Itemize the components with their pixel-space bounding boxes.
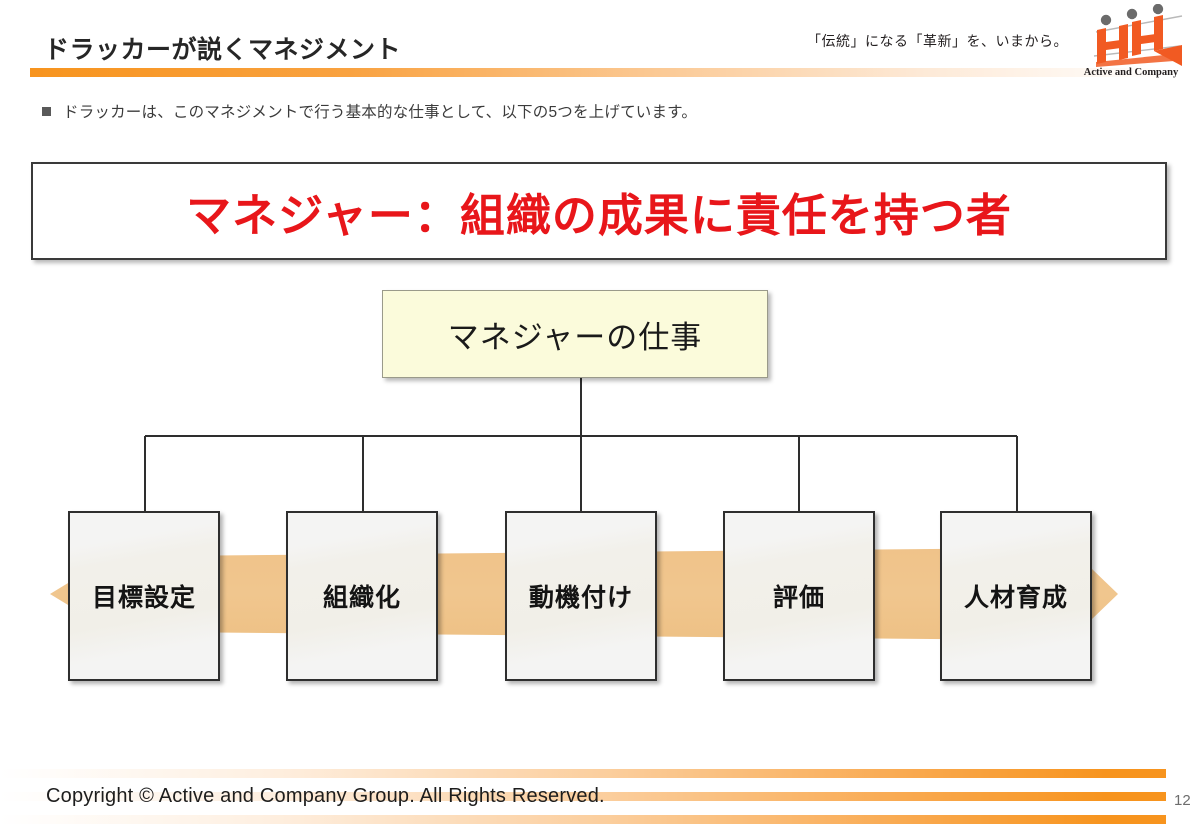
header-accent-rule [30, 68, 1170, 77]
hh-monogram-icon [1093, 3, 1183, 67]
leaf-node-3[interactable]: 動機付け [505, 511, 657, 681]
footer-accent-bars [0, 769, 1200, 825]
copyright-text: Copyright © Active and Company Group. Al… [46, 785, 605, 807]
headline-text: マネジャー：組織の成果に責任を持つ者 [186, 189, 1012, 241]
leaf-node-label: 動機付け [528, 584, 633, 612]
leaf-node-1[interactable]: 目標設定 [68, 511, 220, 681]
square-bullet-icon [42, 106, 51, 116]
footer-bar-2 [0, 792, 1166, 801]
leaf-node-2[interactable]: 組織化 [286, 511, 438, 681]
leaf-node-label: 組織化 [322, 584, 401, 612]
page-number: 12 [1174, 792, 1191, 809]
bullet-text: ドラッカーは、このマネジメントで行う基本的な仕事として、以下の5つを上げています… [63, 104, 698, 121]
brand-tagline: 「伝統」になる「革新」を、いまから。 [807, 35, 1068, 50]
root-node-label: マネジャーの仕事 [447, 319, 703, 355]
leaf-node-5[interactable]: 人材育成 [940, 511, 1092, 681]
root-node-manager-tasks[interactable]: マネジャーの仕事 [382, 290, 768, 378]
leaf-node-4[interactable]: 評価 [723, 511, 875, 681]
leaf-node-label: 目標設定 [91, 584, 196, 612]
brand-logo: Active and Company [1070, 3, 1192, 78]
page-title: ドラッカーが説くマネジメント [44, 36, 402, 64]
bullet-row: ドラッカーは、このマネジメントで行う基本的な仕事として、以下の5つを上げています… [42, 100, 697, 122]
leaf-node-label: 評価 [772, 584, 825, 612]
headline-box: マネジャー：組織の成果に責任を持つ者 [31, 162, 1167, 260]
leaf-node-label: 人材育成 [963, 584, 1068, 612]
footer-bar-1 [0, 769, 1166, 778]
brand-name: Active and Company [1083, 67, 1179, 78]
footer-bar-3 [0, 815, 1166, 824]
